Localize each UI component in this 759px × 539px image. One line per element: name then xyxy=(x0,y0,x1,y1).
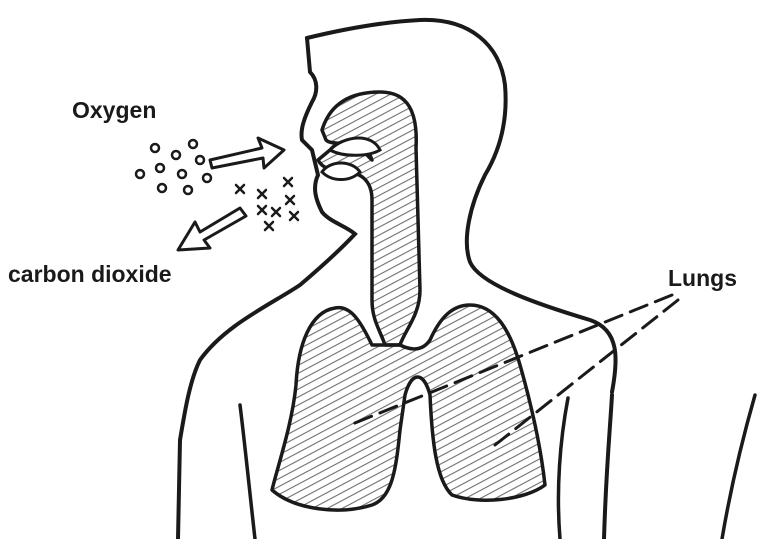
carbon-dioxide-label: carbon dioxide xyxy=(8,261,172,287)
lungs-label: Lungs xyxy=(668,265,737,291)
left-armpit-line xyxy=(240,405,255,539)
far-right-arm-line xyxy=(722,395,755,539)
oxygen-particles xyxy=(136,140,211,194)
carbon-dioxide-arrow xyxy=(178,208,246,250)
tongue xyxy=(322,163,360,180)
body-outline-right-arm xyxy=(604,395,612,539)
oxygen-label: Oxygen xyxy=(72,97,156,123)
oxygen-arrow xyxy=(210,138,284,168)
lungs xyxy=(272,305,545,510)
right-armpit-line xyxy=(558,398,568,539)
carbon-dioxide-particles xyxy=(236,178,298,230)
